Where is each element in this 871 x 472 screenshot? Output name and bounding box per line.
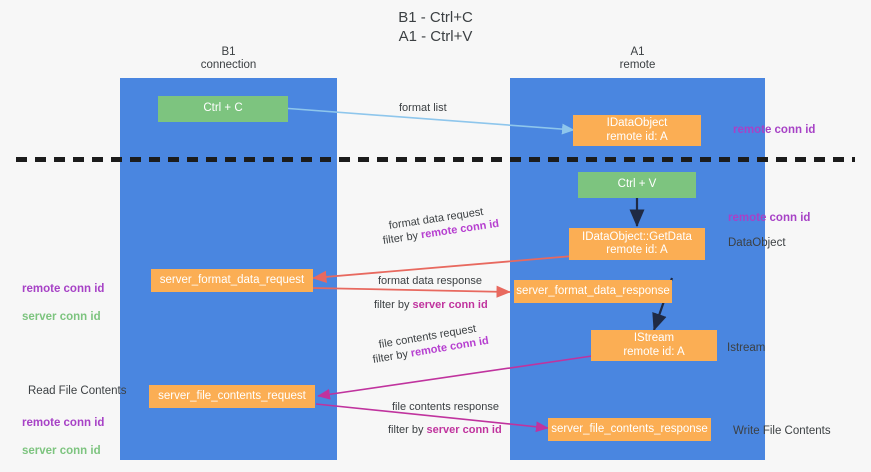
edge-filter-key: server conn id xyxy=(412,299,488,311)
phase-separator xyxy=(16,157,855,162)
annotation-remote-conn-id: remote conn id xyxy=(22,417,105,429)
annotation-left-conn-id-pair-top: remote conn id server conn id xyxy=(22,268,104,338)
annotation-server-conn-id: server conn id xyxy=(22,445,101,457)
edge-filter-file-contents-response: filter by server conn id xyxy=(388,423,502,438)
edge-filter-format-data-response: filter by server conn id xyxy=(374,298,488,313)
edge-filter-prefix: filter by xyxy=(388,424,427,436)
annotation-remote-conn-id: remote conn id xyxy=(22,283,105,295)
node-server-file-contents-request[interactable]: server_file_contents_request xyxy=(149,385,315,408)
edge-filter-prefix: filter by xyxy=(374,299,413,311)
edge-filter-key: server conn id xyxy=(426,424,502,436)
node-server-format-data-request[interactable]: server_format_data_request xyxy=(151,269,313,292)
annotation-remote-conn-id-mid: remote conn id xyxy=(728,212,811,224)
edge-caption-format-list: format list xyxy=(399,102,447,114)
annotation-left-conn-id-pair-bottom: remote conn id server conn id xyxy=(22,402,104,472)
node-idataobject-getdata[interactable]: IDataObject::GetData remote id: A xyxy=(569,228,705,260)
annotation-remote-conn-id-top: remote conn id xyxy=(733,124,816,136)
node-server-file-contents-response[interactable]: server_file_contents_response xyxy=(548,418,711,441)
annotation-read-file-contents: Read File Contents xyxy=(28,385,127,397)
annotation-server-conn-id: server conn id xyxy=(22,311,101,323)
annotation-istream: Istream xyxy=(727,342,766,354)
column-header-b1: B1 connection xyxy=(200,46,257,71)
node-idataobject[interactable]: IDataObject remote id: A xyxy=(573,115,701,146)
edge-caption-format-data-response: format data response xyxy=(378,275,482,287)
edge-filter-prefix: filter by xyxy=(382,229,422,247)
node-istream[interactable]: IStream remote id: A xyxy=(591,330,717,361)
node-server-format-data-response[interactable]: server_format_data_response xyxy=(514,280,672,303)
diagram-title: B1 - Ctrl+C A1 - Ctrl+V xyxy=(398,9,473,45)
annotation-dataobject: DataObject xyxy=(728,237,786,249)
node-ctrl-c[interactable]: Ctrl + C xyxy=(158,96,288,122)
edge-caption-file-contents-response: file contents response xyxy=(392,401,500,413)
edge-filter-prefix: filter by xyxy=(371,347,412,366)
node-ctrl-v[interactable]: Ctrl + V xyxy=(578,172,696,198)
annotation-write-file-contents: Write File Contents xyxy=(733,425,831,437)
column-header-a1: A1 remote xyxy=(619,46,656,71)
